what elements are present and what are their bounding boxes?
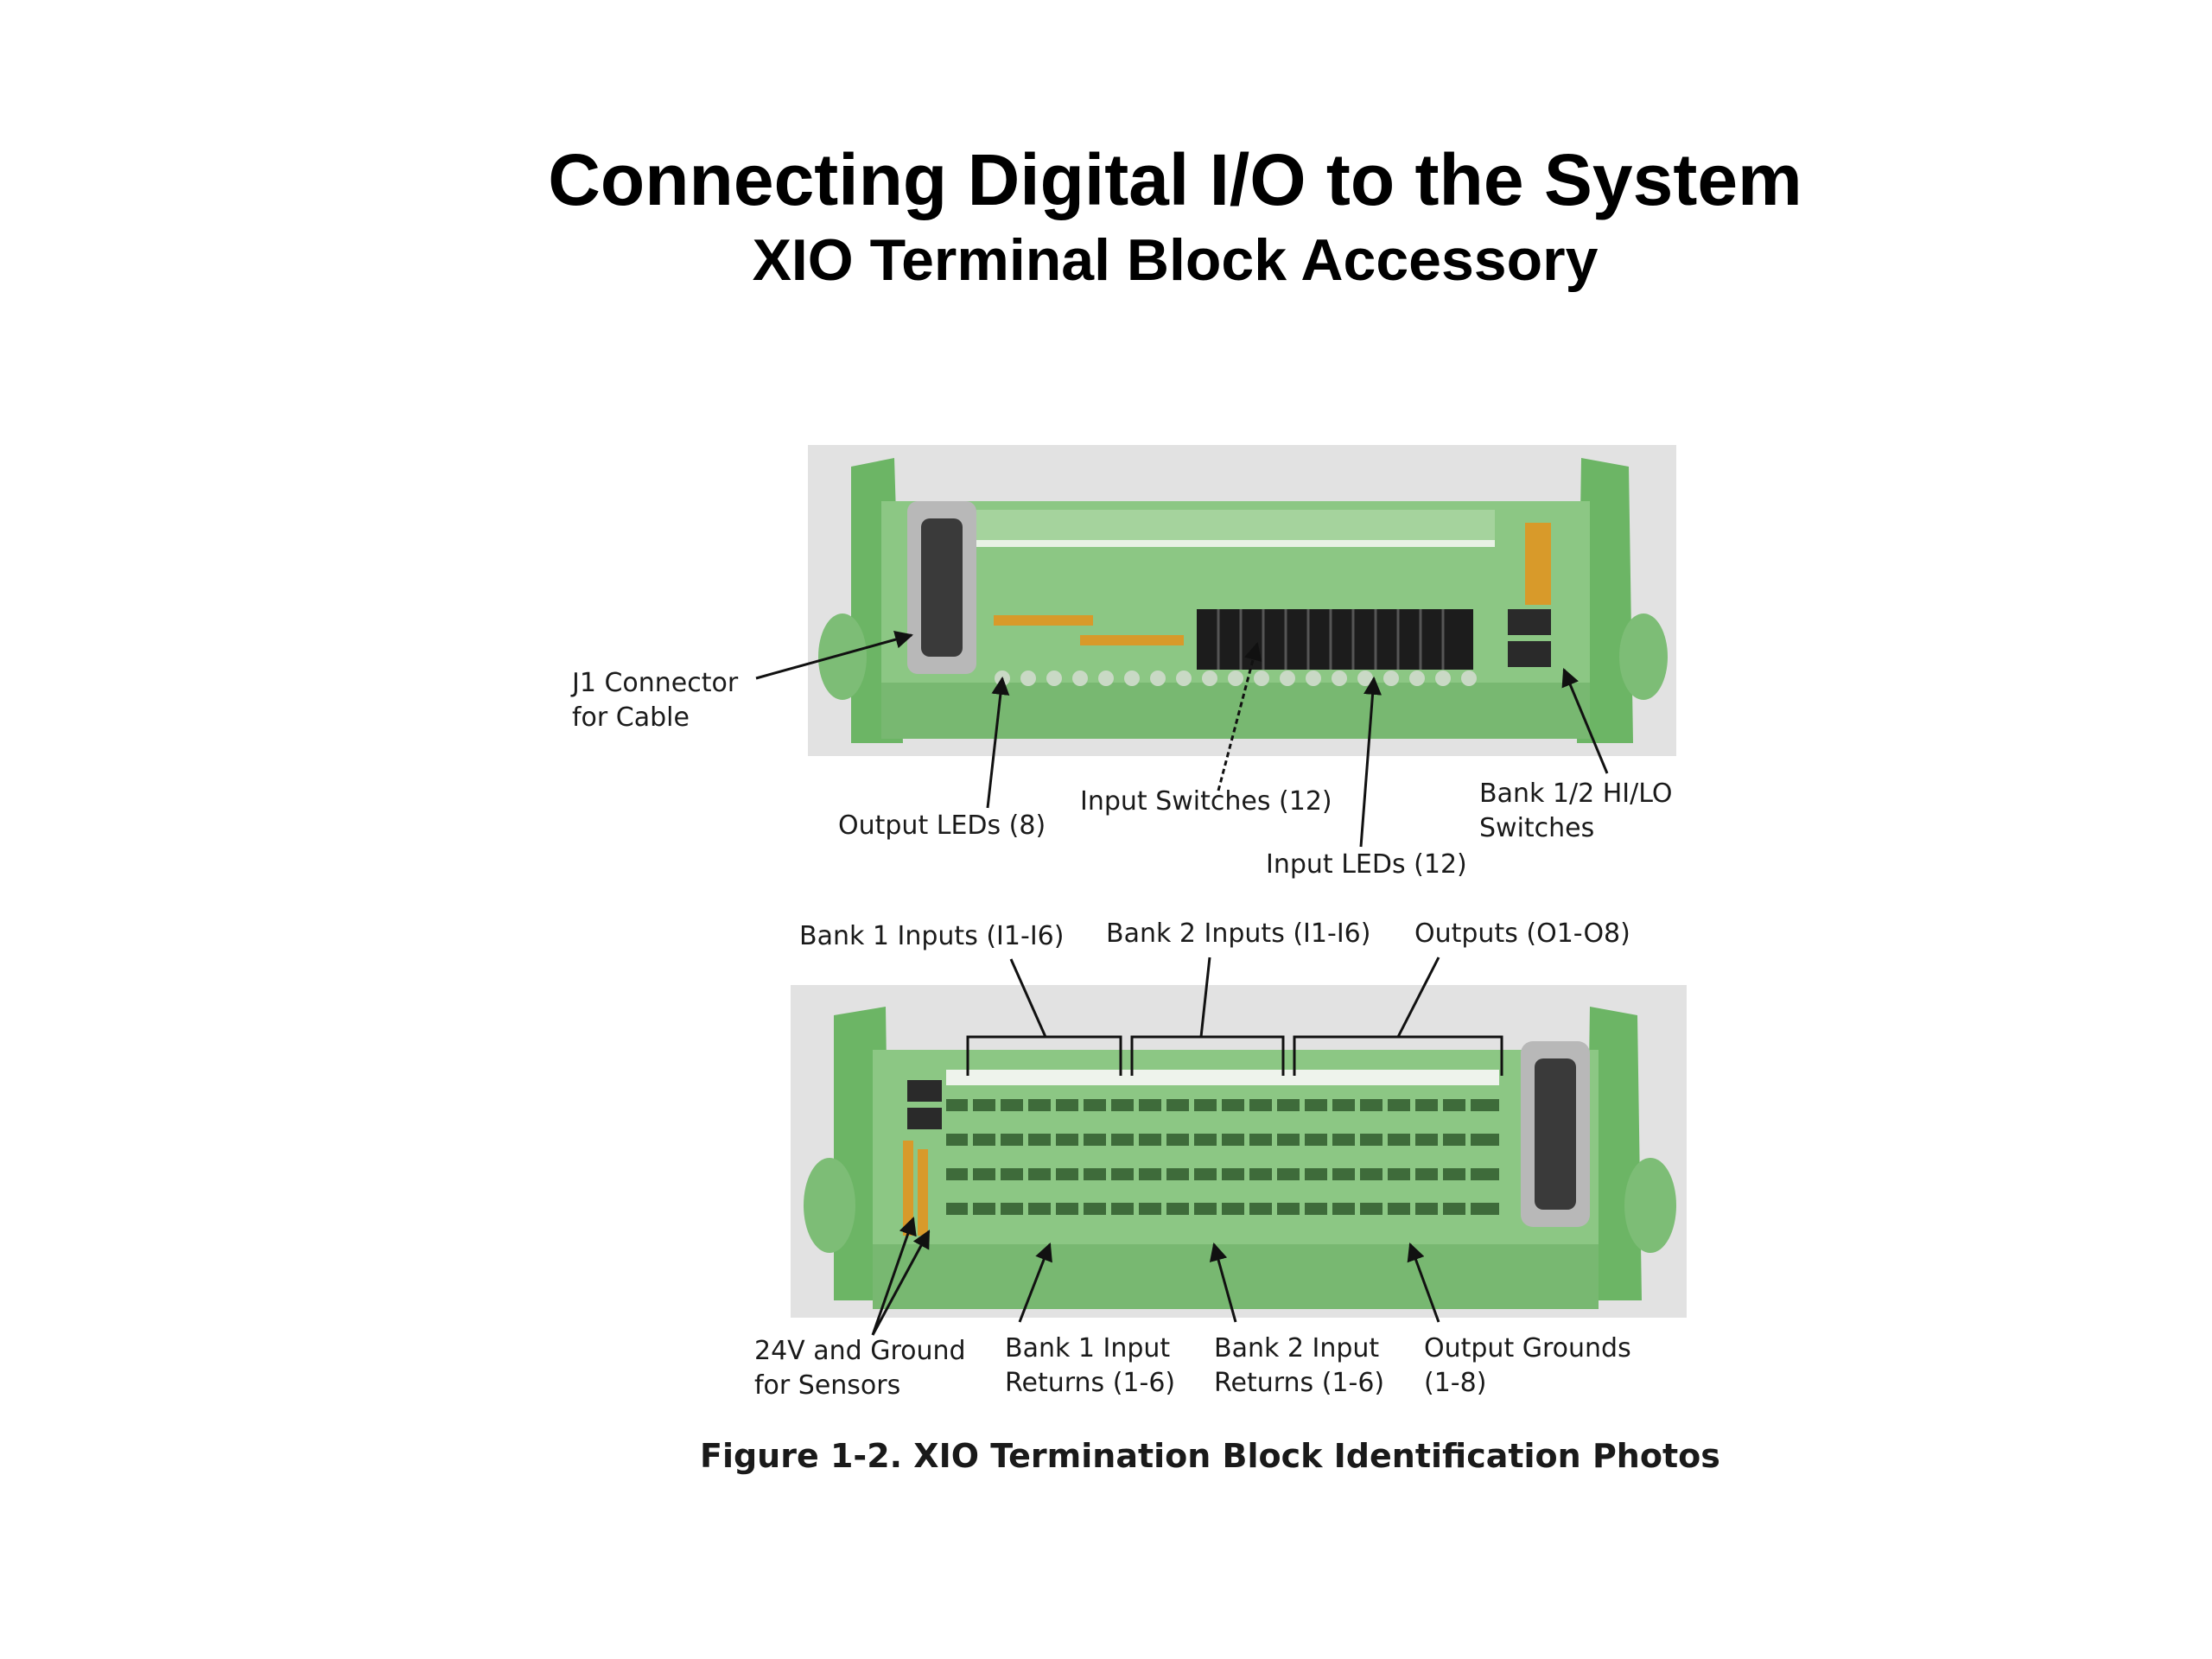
slide-subtitle: XIO Terminal Block Accessory [752, 227, 1599, 293]
input-switch-array [1197, 609, 1473, 670]
bottom-board-photo [791, 985, 1687, 1318]
label-output-grounds: Output Grounds [1424, 1333, 1631, 1363]
slide-title: Connecting Digital I/O to the System [548, 139, 1802, 220]
label-bank-switches: Bank 1/2 HI/LO [1479, 779, 1672, 809]
label-bank2-returns-2: Returns (1-6) [1214, 1368, 1384, 1398]
label-bank2-inputs: Bank 2 Inputs (I1-I6) [1106, 918, 1370, 949]
label-bank2-returns: Bank 2 Input [1214, 1333, 1379, 1363]
top-leader-lines [755, 630, 1609, 848]
figure-caption: Figure 1-2. XIO Termination Block Identi… [700, 1437, 1720, 1475]
label-bank1-returns: Bank 1 Input [1005, 1333, 1170, 1363]
label-j1-connector-2: for Cable [572, 702, 690, 733]
terminal-grid [946, 1099, 1499, 1215]
bottom-leader-lines [871, 1217, 1440, 1336]
label-outputs: Outputs (O1-O8) [1414, 918, 1630, 949]
top-board-photo [808, 445, 1676, 756]
label-input-switches: Input Switches (12) [1080, 786, 1332, 817]
label-bank-switches-2: Switches [1479, 813, 1594, 843]
label-input-leds: Input LEDs (12) [1266, 849, 1467, 880]
label-j1-connector: J1 Connector [570, 668, 739, 698]
label-output-leds: Output LEDs (8) [838, 810, 1046, 841]
label-output-grounds-2: (1-8) [1424, 1368, 1486, 1398]
bank-brackets [966, 957, 1503, 1076]
label-bank1-inputs: Bank 1 Inputs (I1-I6) [799, 921, 1064, 951]
label-bank1-returns-2: Returns (1-6) [1005, 1368, 1175, 1398]
label-24v-ground: 24V and Ground [754, 1336, 966, 1366]
label-24v-ground-2: for Sensors [754, 1370, 900, 1401]
